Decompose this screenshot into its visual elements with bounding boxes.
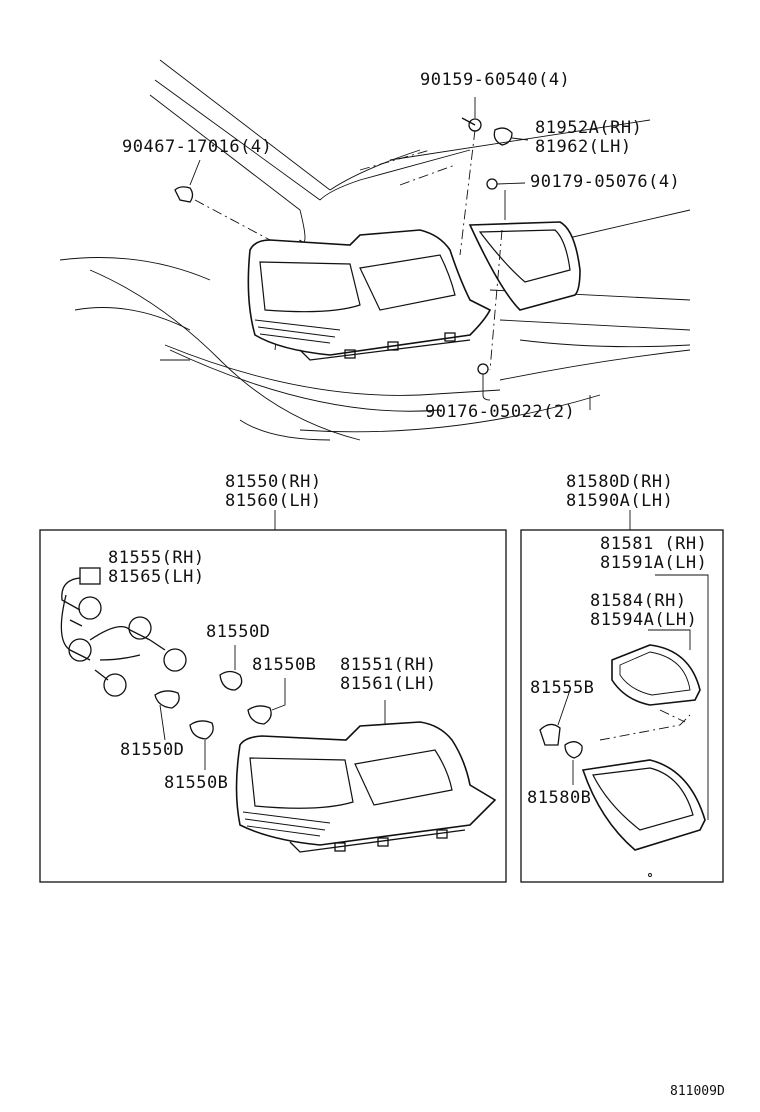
inner-lamp-parts [539, 644, 706, 851]
nut-icon [477, 363, 489, 375]
bulb-icon [189, 720, 214, 740]
label-bulb-d-top: 81550D [206, 622, 270, 642]
label-bulb-d-bottom: 81550D [120, 740, 184, 760]
label-nut-bottom: 90176-05022(2) [425, 402, 575, 422]
label-gasket-lh: 81962(LH) [535, 137, 632, 157]
label-screw-left: 90467-17016(4) [122, 137, 272, 157]
fasteners-upper [174, 117, 513, 375]
inner-lamp-upper [468, 221, 581, 311]
socket-icon [539, 723, 561, 746]
label-gasket2-rh: 81584(RH) [590, 591, 687, 611]
leader-lines-upper [189, 97, 529, 401]
label-bulb-b-top: 81550B [252, 655, 316, 675]
socket-icon [163, 648, 187, 672]
bulb-icon [219, 670, 243, 691]
label-inner-lens-lh: 81591A(LH) [600, 553, 707, 573]
gasket-icon [493, 127, 513, 146]
socket-icon [128, 616, 152, 640]
label-inner-assy-rh: 81580D(RH) [566, 472, 673, 492]
leaders-left-box [159, 645, 386, 770]
bulb-icon [564, 741, 583, 759]
figure-code: 811009D [670, 1084, 725, 1099]
label-lamp-assy-lh: 81560(LH) [225, 491, 322, 511]
connector-icon [79, 567, 101, 585]
label-bulb-b-bottom: 81550B [164, 773, 228, 793]
label-inner-lens-rh: 81581 (RH) [600, 534, 707, 554]
label-socket-lh: 81565(LH) [108, 567, 205, 587]
label-bulb2: 81580B [527, 788, 591, 808]
part-labels: 90159-60540(4) 81952A(RH) 81962(LH) 9046… [108, 70, 725, 1099]
label-bolt-top: 90159-60540(4) [420, 70, 570, 90]
label-nut-right: 90179-05076(4) [530, 172, 680, 192]
bulbs-left [154, 670, 272, 740]
label-gasket2-lh: 81594A(LH) [590, 610, 697, 630]
label-inner-assy-lh: 81590A(LH) [566, 491, 673, 511]
socket-icon [68, 638, 92, 662]
label-socket-rh: 81555(RH) [108, 548, 205, 568]
label-lens-lh: 81561(LH) [340, 674, 437, 694]
socket-icon [78, 596, 102, 620]
gasket-icon [611, 644, 701, 706]
nut-icon [486, 178, 498, 190]
tail-lamp-lower [235, 721, 497, 853]
assembly-leaders [274, 510, 631, 530]
socket-icon [103, 673, 127, 697]
leaders-right-box [557, 574, 709, 877]
label-gasket-rh: 81952A(RH) [535, 118, 642, 138]
label-lens-rh: 81551(RH) [340, 655, 437, 675]
bulb-icon [154, 690, 180, 709]
bulb-icon [247, 705, 272, 725]
label-socket2: 81555B [530, 678, 594, 698]
tail-lamp-upper [247, 229, 492, 361]
lamp-assembly-box [39, 529, 507, 883]
car-body-outline [59, 59, 691, 441]
screw-icon [174, 186, 194, 203]
inner-lamp-assembly-box [520, 529, 724, 883]
label-lamp-assy-rh: 81550(RH) [225, 472, 322, 492]
socket-wire-harness [60, 567, 187, 697]
